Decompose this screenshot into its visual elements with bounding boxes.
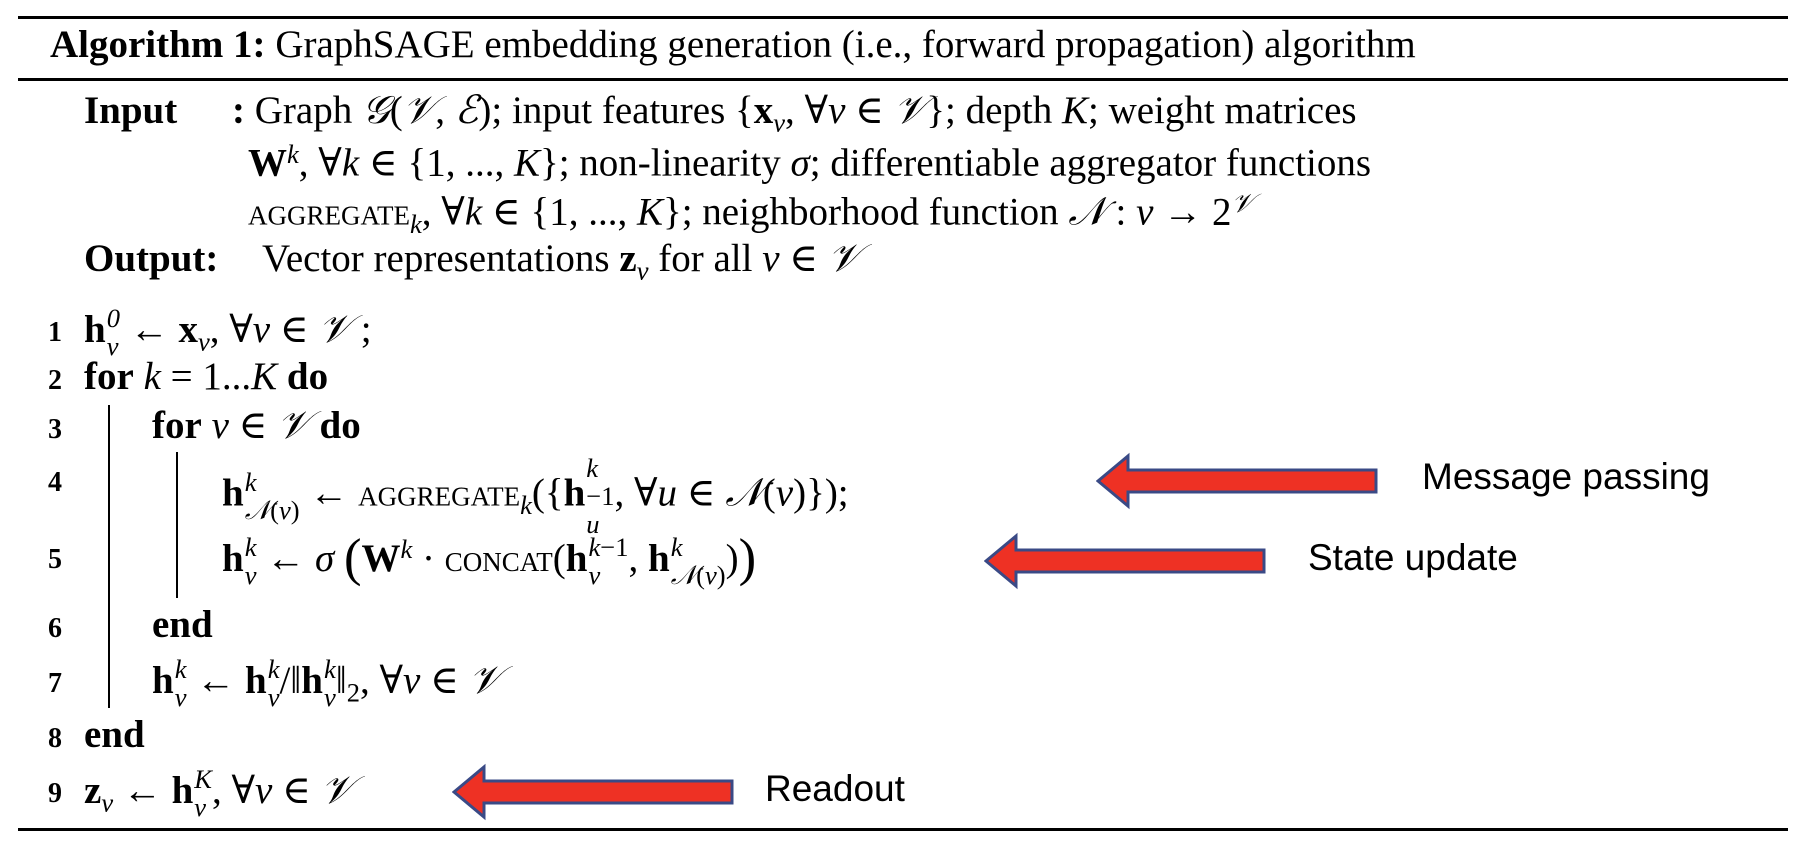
line-number-4: 4: [48, 467, 62, 498]
input-line-2: Wk, ∀k ∈ {1, ..., K}; non-linearity σ; d…: [248, 139, 1372, 185]
algorithm-title: GraphSAGE embedding generation (i.e., fo…: [275, 23, 1416, 66]
output-label: Output:: [84, 237, 219, 280]
algo-line-3: for v ∈ 𝒱 do: [152, 403, 361, 448]
input-line-3: aggregatek, ∀k ∈ {1, ..., K}; neighborho…: [248, 188, 1254, 240]
line-number-7: 7: [48, 668, 62, 699]
message-passing-label: Message passing: [1422, 456, 1710, 497]
readout-arrow: [452, 763, 734, 821]
state-update-arrow: [984, 532, 1266, 590]
input-label: Input: [84, 89, 178, 132]
algorithm-label: Algorithm 1:: [50, 23, 266, 66]
line-number-3: 3: [48, 414, 62, 445]
arrow-shape: [1096, 452, 1378, 510]
message-passing-arrow: [1096, 452, 1378, 510]
line-number-8: 8: [48, 723, 62, 754]
line-number-9: 9: [48, 778, 62, 809]
outer-loop-bar: [108, 405, 110, 708]
algo-line-8: end: [84, 713, 145, 756]
title-rule: [18, 78, 1788, 81]
algorithm-caption: Algorithm 1: GraphSAGE embedding generat…: [50, 22, 1416, 67]
top-rule: [18, 16, 1788, 19]
input-line-1: : Graph 𝒢(𝒱, ℰ); input features {xv, ∀v …: [232, 88, 1357, 138]
output-text: Vector representations zv for all v ∈ 𝒱: [262, 236, 861, 286]
inner-loop-bar: [176, 452, 178, 598]
line-number-1: 1: [48, 317, 62, 348]
arrow-shape: [452, 763, 734, 821]
line-number-2: 2: [48, 365, 62, 396]
bottom-rule: [18, 828, 1788, 831]
line-number-5: 5: [48, 544, 62, 575]
readout-label: Readout: [765, 768, 905, 809]
line-number-6: 6: [48, 613, 62, 644]
algo-line-6: end: [152, 603, 213, 646]
arrow-shape: [984, 532, 1266, 590]
algo-line-2: for k = 1...K do: [84, 355, 329, 398]
state-update-label: State update: [1308, 537, 1518, 578]
